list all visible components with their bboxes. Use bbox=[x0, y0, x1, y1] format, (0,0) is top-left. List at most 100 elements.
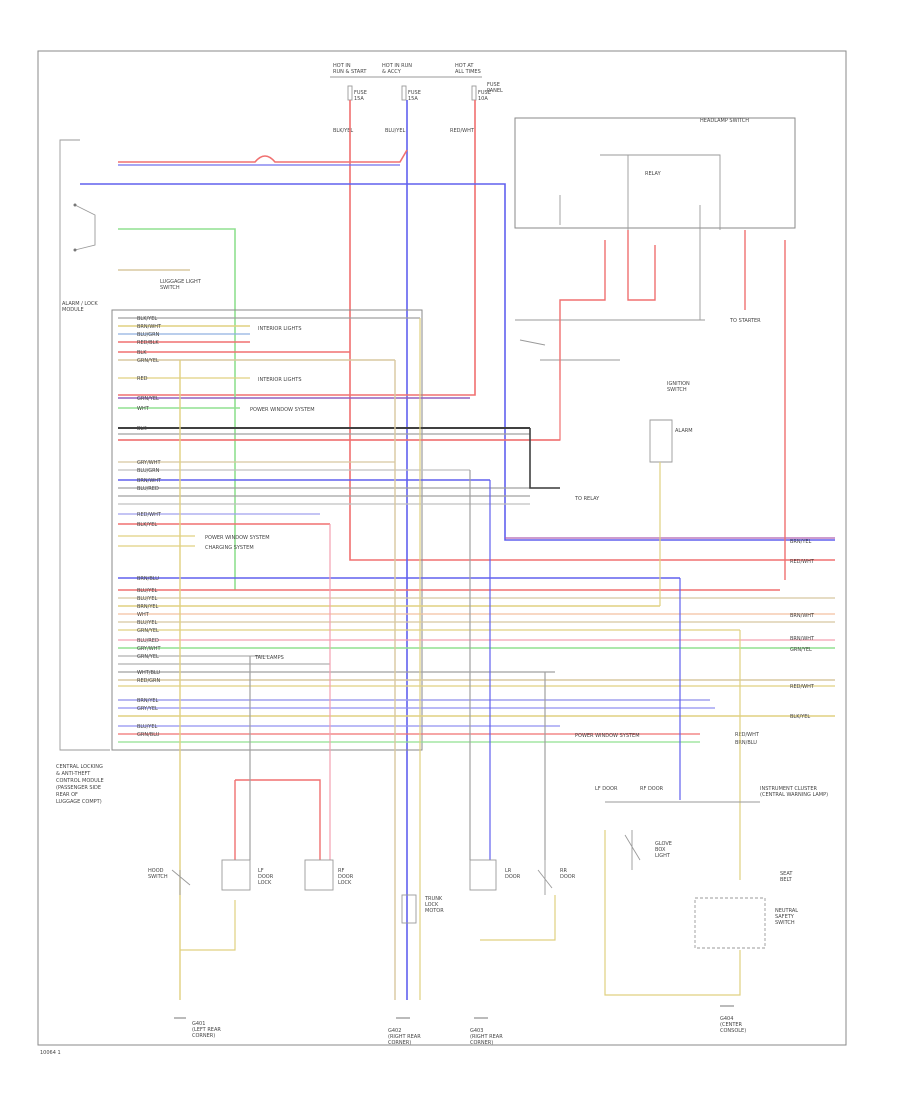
alarm-horn-symbol bbox=[649, 419, 673, 463]
neutral-label-3: SWITCH bbox=[775, 920, 795, 926]
trunk-motor-body bbox=[401, 894, 417, 924]
trunk-lock-motor: TRUNK LOCK MOTOR bbox=[401, 894, 444, 924]
right-exits: BRN/YEL RED/WHT BRN/WHT BRN/WHT GRN/YEL … bbox=[735, 539, 815, 746]
luggage-switch-symbol bbox=[74, 204, 96, 251]
ignition-red-up bbox=[559, 240, 606, 380]
relay-outline bbox=[514, 117, 796, 229]
lf-label-2: DOOR bbox=[258, 874, 274, 880]
harness-dark bbox=[529, 428, 560, 489]
ground-1-label-3: CORNER) bbox=[192, 1033, 215, 1039]
trunk-label-1: TRUNK bbox=[424, 896, 443, 902]
ref-power-window-3: POWER WINDOW SYSTEM bbox=[575, 733, 640, 739]
fuse-3-label-2: ALL TIMES bbox=[455, 69, 481, 75]
ref-tail-lamps: TAIL LAMPS bbox=[254, 655, 284, 661]
ref-interior-lights-1: INTERIOR LIGHTS bbox=[258, 326, 302, 332]
hood-label-1: HOOD bbox=[148, 868, 164, 874]
rr-label-1: RR bbox=[560, 868, 567, 874]
page-code: 10064 1 bbox=[40, 1050, 61, 1056]
row-label-9: WHT bbox=[137, 406, 150, 412]
rf-label-3: LOCK bbox=[338, 880, 352, 886]
cluster-yellow-loop bbox=[604, 830, 741, 996]
fuse-2-label-1: HOT IN RUN bbox=[382, 63, 412, 69]
trunk-label-3: MOTOR bbox=[425, 908, 444, 914]
lf-module-label-1: LF DOOR bbox=[595, 786, 618, 792]
row-label-28: RED/GRN bbox=[137, 678, 161, 684]
headlamp-switch-box: HEADLAMP SWITCH RELAY TO STARTER bbox=[514, 117, 796, 580]
luggage-light-label-2: SWITCH bbox=[160, 285, 180, 291]
lr-label-1: LR bbox=[505, 868, 512, 874]
headlamp-switch-label: HEADLAMP SWITCH bbox=[700, 118, 749, 124]
ignition-red bbox=[118, 380, 561, 441]
fuse-2-name: FUSE bbox=[408, 90, 421, 96]
row-label-20: BRN/YEL bbox=[137, 604, 159, 610]
fuse-1-amps: 15A bbox=[354, 96, 364, 102]
neutral-switch-box bbox=[694, 897, 766, 949]
connector-block bbox=[111, 309, 423, 751]
row-label-1: BLK/YEL bbox=[137, 316, 157, 322]
luggage-switch-contact-2 bbox=[73, 248, 77, 252]
lf-label-3: LOCK bbox=[258, 880, 272, 886]
exit-5: GRN/YEL bbox=[790, 647, 812, 653]
row-label-30: GRY/YEL bbox=[137, 706, 158, 712]
neutral-label-1: NEUTRAL bbox=[775, 908, 798, 914]
ignition-switch: IGNITION SWITCH bbox=[118, 240, 705, 441]
rf-switch-body bbox=[304, 859, 334, 891]
luggage-light-label-1: LUGGAGE LIGHT bbox=[160, 279, 202, 285]
ground-3-label-2: (RIGHT REAR bbox=[470, 1034, 503, 1040]
rf-label-2: DOOR bbox=[338, 874, 354, 880]
seat-label-2: BELT bbox=[780, 877, 793, 883]
central-locking-caption: CENTRAL LOCKING & ANTI-THEFT CONTROL MOD… bbox=[56, 764, 104, 805]
lf-door-switch: LF DOOR LOCK bbox=[221, 859, 274, 891]
fuse-1-label-1: HOT IN bbox=[333, 63, 351, 69]
exit-7: BLK/YEL bbox=[790, 714, 810, 720]
row-label-8: GRN/YEL bbox=[137, 396, 159, 402]
ground-2-label-2: (RIGHT REAR bbox=[388, 1034, 421, 1040]
bus-yellow-left bbox=[180, 900, 236, 951]
fuse-1-symbol bbox=[347, 85, 353, 101]
exit-9: BRN/BLU bbox=[735, 740, 757, 746]
module-label-1: ALARM / LOCK bbox=[62, 301, 98, 307]
module-bracket bbox=[59, 139, 110, 751]
cluster-label-2: (CENTRAL WARNING LAMP) bbox=[760, 792, 828, 798]
row-label-24: BLU/RED bbox=[137, 638, 159, 644]
fuse-3-symbol bbox=[471, 85, 477, 101]
ignition-switch-wires bbox=[515, 319, 705, 440]
row-label-31: BLU/YEL bbox=[137, 724, 158, 730]
ground-3-label-3: CORNER) bbox=[470, 1040, 493, 1046]
fuse-3-name: FUSE bbox=[478, 90, 491, 96]
ground-1-label-2: (LEFT REAR bbox=[192, 1027, 221, 1033]
row-label-5: BLK bbox=[137, 350, 147, 356]
relay-wires bbox=[559, 154, 721, 320]
fuse-3-wire: RED/WHT bbox=[450, 128, 475, 134]
fuse-2-label-2: & ACCY bbox=[382, 69, 402, 75]
ground-4-label-3: CONSOLE) bbox=[720, 1028, 746, 1034]
row-label-32: GRN/BLU bbox=[137, 732, 160, 738]
row-label-18: BLU/YEL bbox=[137, 588, 158, 594]
ground-1-label-1: G401 bbox=[192, 1021, 205, 1027]
fuse-panel: HOT IN RUN & START HOT IN RUN & ACCY HOT… bbox=[330, 63, 503, 134]
drop-red-2 bbox=[235, 779, 321, 860]
central-label-1: CENTRAL LOCKING bbox=[56, 764, 103, 770]
fuse-2-symbol bbox=[401, 85, 407, 101]
hood-switch-symbol bbox=[171, 869, 191, 895]
lr-switch-body bbox=[469, 859, 497, 891]
cluster-switch bbox=[624, 830, 641, 870]
row-label-12: BLU/GRN bbox=[137, 468, 160, 474]
ignition-label-1: IGNITION bbox=[667, 381, 690, 387]
relay-red-loop bbox=[627, 230, 656, 301]
relay-box-label: RELAY bbox=[645, 171, 662, 177]
ground-4-label-2: (CENTER bbox=[720, 1022, 743, 1028]
ground-2-label-3: CORNER) bbox=[388, 1040, 411, 1046]
lr-label-2: DOOR bbox=[505, 874, 521, 880]
rr-door-switch: RR DOOR bbox=[537, 860, 576, 895]
exit-1: BRN/YEL bbox=[790, 539, 812, 545]
rf-label-1: RF bbox=[338, 868, 344, 874]
row-label-6: GRN/YEL bbox=[137, 358, 159, 364]
exit-3: BRN/WHT bbox=[790, 613, 815, 619]
row-label-22: BLU/YEL bbox=[137, 620, 158, 626]
central-label-5: REAR OF bbox=[56, 792, 78, 798]
wire-top-red bbox=[118, 149, 408, 163]
module-label-2: MODULE bbox=[62, 307, 84, 313]
instrument-cluster: INSTRUMENT CLUSTER (CENTRAL WARNING LAMP… bbox=[595, 786, 828, 996]
